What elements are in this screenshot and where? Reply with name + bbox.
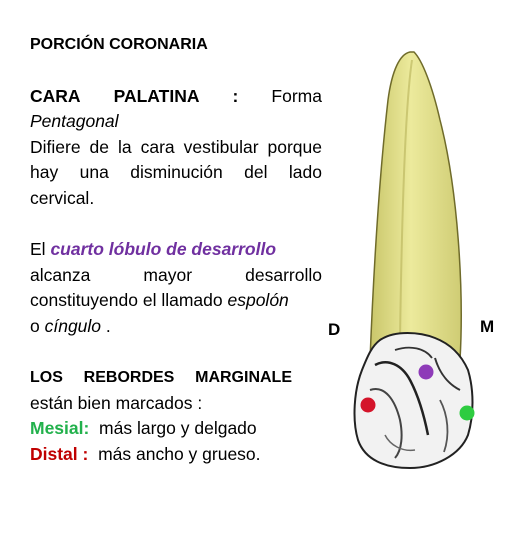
tooth-crown (353, 332, 474, 470)
marcados-line: están bien marcados : (30, 392, 203, 413)
mesial-label: Mesial: (30, 418, 90, 438)
distal-ridge-dot (360, 397, 376, 413)
rebordes-heading: LOS REBORDES MARGINALE (30, 365, 292, 391)
shape-text: Pentagonal (30, 111, 119, 131)
el-word: El (30, 239, 46, 259)
forma-word: Forma (271, 85, 322, 106)
los-word: LOS (30, 369, 63, 386)
o-word: o (30, 315, 45, 336)
distal-text: más ancho y grueso. (88, 443, 261, 464)
distal-label: Distal : (30, 443, 89, 464)
period: . (101, 315, 111, 336)
cingulo-word: cíngulo (44, 315, 102, 336)
palatina-label: PALATINA (113, 85, 200, 106)
section-title: PORCIÓN CORONARIA (30, 36, 208, 53)
distal-marker-label: D (328, 320, 341, 339)
rebordes-word: REBORDES (83, 369, 175, 386)
mesial-line: Mesial: más largo y delgado (30, 416, 322, 442)
marginale-word: MARGINALE (195, 369, 292, 386)
mesial-ridge-dot (459, 405, 475, 421)
distal-line: Distal : más ancho y grueso. (30, 442, 322, 468)
lobulo-line-4: o cíngulo . (30, 314, 322, 340)
alcanza-word: alcanza (30, 264, 91, 285)
mayor-word: mayor (143, 264, 193, 285)
mesial-text: más largo y delgado (89, 418, 257, 438)
tooth-illustration (353, 51, 475, 470)
cara-palatina-line: CARA PALATINA : Forma (30, 84, 322, 110)
lobulo-line-2: alcanza mayor desarrollo (30, 263, 322, 289)
lobulo-highlight: cuarto lóbulo de desarrollo (50, 239, 277, 259)
desarrollo-word: desarrollo (245, 264, 322, 285)
difiere-paragraph: Difiere de la cara vestibular porque hay… (30, 136, 322, 208)
lobulo-line-1: El cuarto lóbulo de desarrollo (30, 237, 322, 263)
cingulo-dot (418, 364, 434, 380)
constituyendo-text: constituyendo el llamado (30, 290, 228, 310)
colon: : (232, 85, 239, 106)
mesial-marker-label: M (480, 317, 495, 336)
espolon-word: espolón (227, 290, 289, 310)
lobulo-line-3: constituyendo el llamado espolón (30, 288, 322, 314)
tooth-root (369, 51, 462, 361)
description-text: PORCIÓN CORONARIA CARA PALATINA : Forma … (30, 30, 322, 467)
cara-label: CARA (30, 85, 81, 106)
